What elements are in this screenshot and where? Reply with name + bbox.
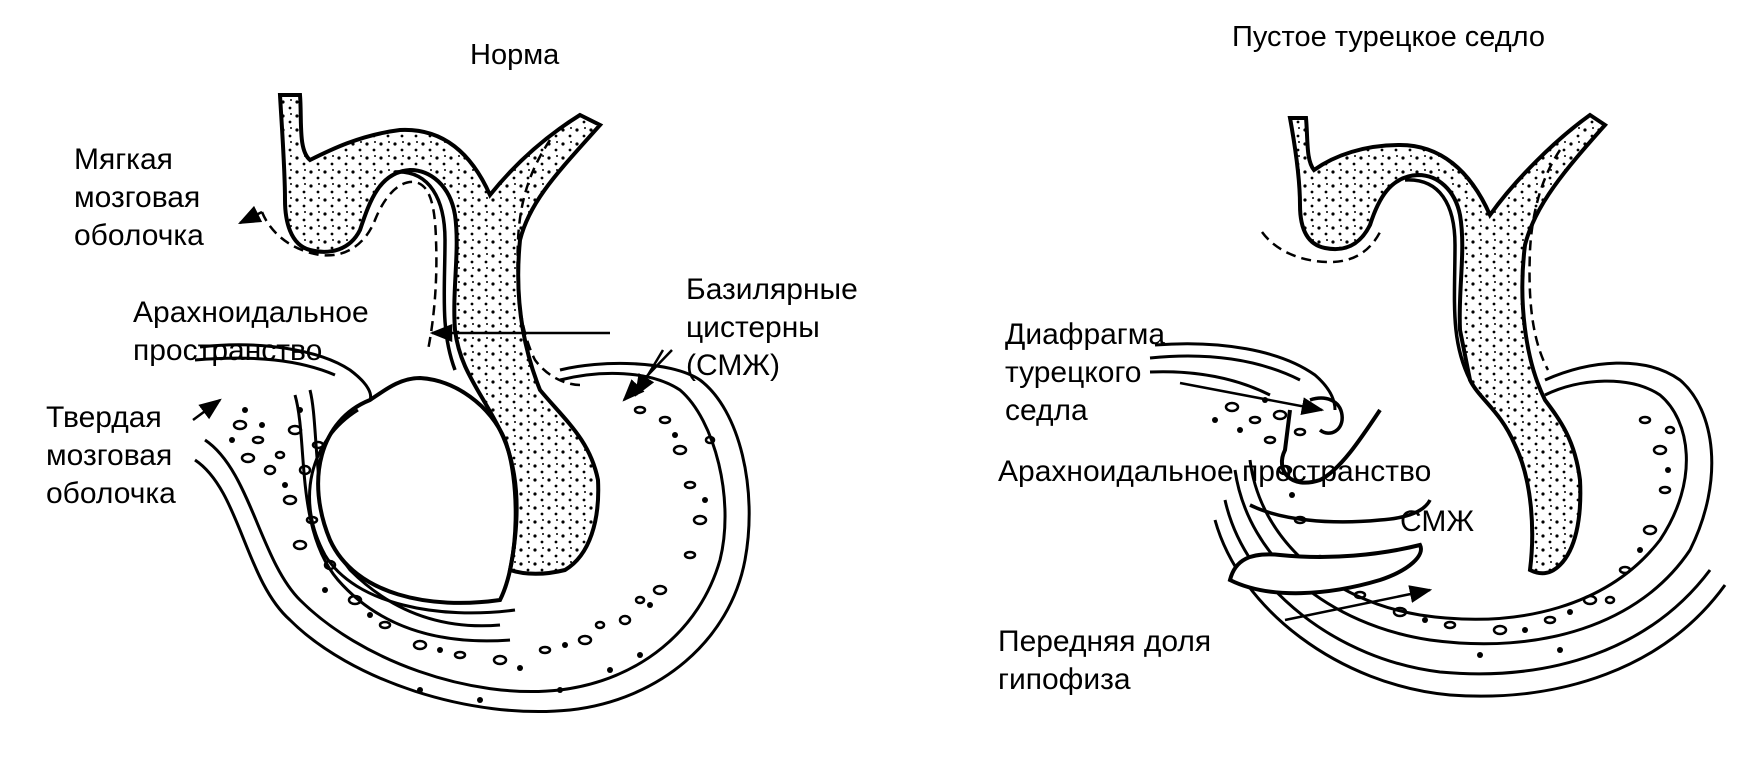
- label-pia-3: оболочка: [74, 219, 204, 252]
- empty-arrows: [1179, 381, 1433, 622]
- label-csf: СМЖ: [1400, 505, 1475, 538]
- label-basilar-2: цистерны: [686, 311, 820, 344]
- label-basilar-1: Базилярные: [686, 273, 858, 306]
- label-basilar-3: (СМЖ): [686, 349, 780, 382]
- empty-stalk: [1287, 112, 1609, 576]
- label-arachnoid-space: Арахноидальное пространство: [998, 455, 1432, 488]
- label-arachnoid-2: пространство: [133, 334, 323, 367]
- label-dura-2: мозговая: [46, 439, 173, 472]
- label-pia-2: мозговая: [74, 181, 201, 214]
- normal-arrows: [192, 205, 673, 422]
- label-pia-1: Мягкая: [74, 143, 173, 176]
- label-diaphragm-1: Диафрагма: [1005, 318, 1166, 351]
- empty-title: Пустое турецкое седло: [1232, 21, 1546, 53]
- label-dura-1: Твердая: [46, 401, 162, 434]
- normal-pituitary-lobe: [316, 375, 518, 605]
- label-anterior-1: Передняя доля: [998, 625, 1212, 658]
- label-diaphragm-3: седла: [1005, 394, 1088, 427]
- normal-bone-particles: [232, 405, 716, 666]
- normal-pia-dashed: [260, 139, 581, 387]
- normal-title: Норма: [470, 39, 560, 71]
- normal-diagram: [192, 93, 751, 714]
- label-diaphragm-2: турецкого: [1005, 356, 1142, 389]
- empty-bone-dots: [1212, 397, 1671, 658]
- label-anterior-2: гипофиза: [998, 663, 1131, 696]
- empty-anterior-lobe: [1279, 408, 1382, 485]
- empty-sella-diagram: [1149, 112, 1727, 698]
- label-dura-3: оболочка: [46, 477, 176, 510]
- label-arachnoid-1: Арахноидальное: [133, 296, 369, 329]
- empty-pia-dashed: [1260, 149, 1562, 371]
